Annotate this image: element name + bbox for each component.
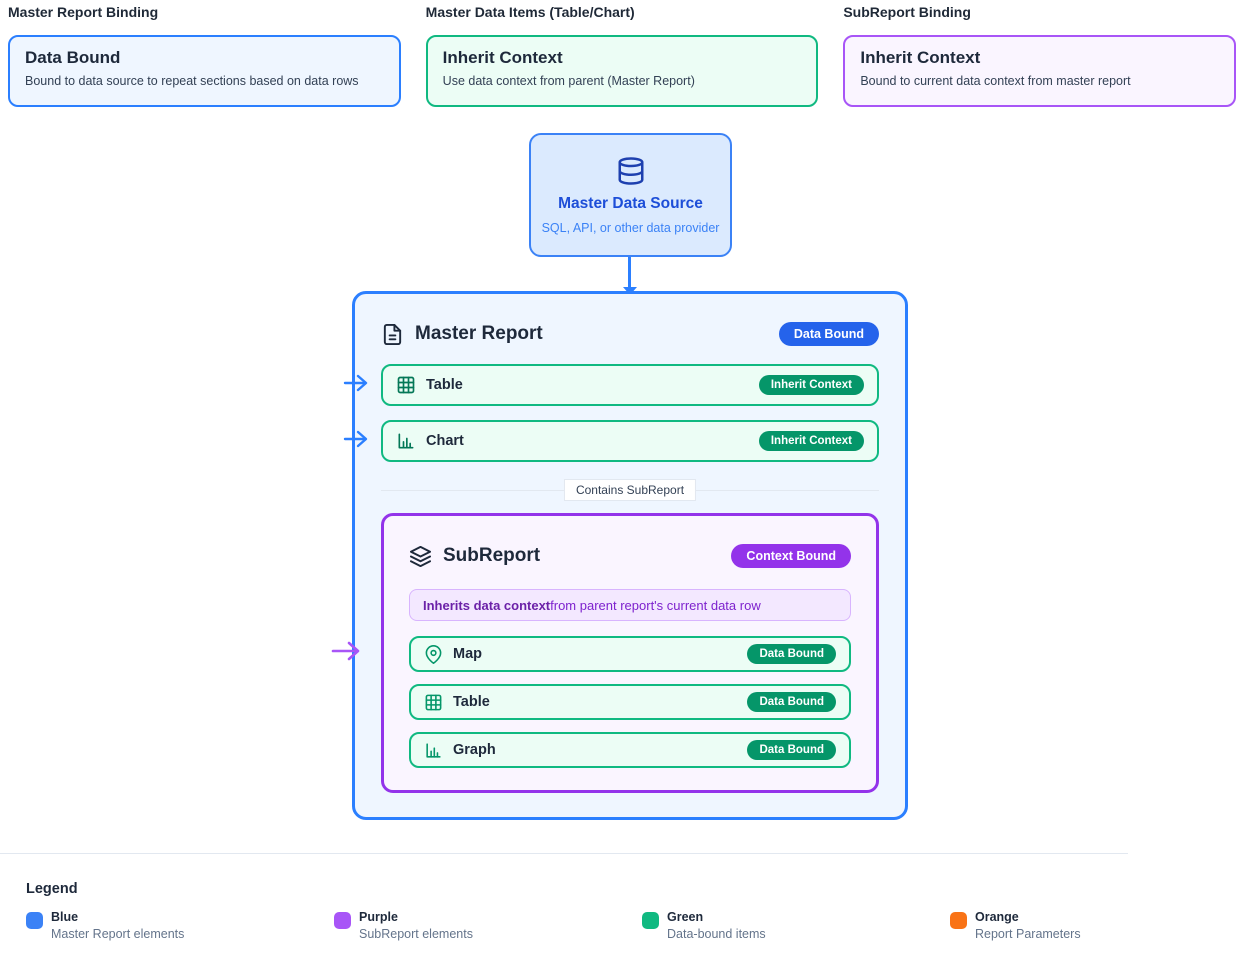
subreport-item-map: Map Data Bound — [409, 636, 851, 672]
binding-summary-row: Master Report Binding Data Bound Bound t… — [0, 4, 1241, 107]
subreport-box: SubReport Context Bound Inherits data co… — [381, 513, 879, 793]
bar-chart-icon — [424, 741, 443, 760]
master-report-header: Master Report Data Bound — [381, 320, 879, 348]
blue-swatch — [26, 912, 43, 929]
arrow-right-icon-chart — [343, 428, 369, 455]
contains-subreport-divider: Contains SubReport — [381, 479, 879, 501]
subreport-title: SubReport — [443, 545, 541, 566]
context-bound-badge: Context Bound — [731, 544, 851, 568]
data-bound-card: Data Bound Bound to data source to repea… — [8, 35, 401, 107]
legend-row: Blue Master Report elements Purple SubRe… — [26, 910, 1241, 941]
legend-item-orange: Orange Report Parameters — [950, 910, 1241, 941]
data-source-title: Master Data Source — [558, 194, 703, 212]
subreport-binding-column: SubReport Binding Inherit Context Bound … — [843, 4, 1237, 107]
item-label: Graph — [453, 742, 496, 758]
data-bound-badge: Data Bound — [747, 644, 836, 664]
master-item-table: Table Inherit Context — [381, 364, 879, 406]
legend-item-purple: Purple SubReport elements — [334, 910, 642, 941]
arrow-right-icon-table — [343, 372, 369, 399]
legend-name: Blue — [51, 910, 79, 924]
arrow-right-icon-subreport — [331, 638, 361, 669]
column-heading: Master Data Items (Table/Chart) — [425, 4, 635, 20]
legend-name: Green — [667, 910, 704, 924]
data-bound-badge: Data Bound — [747, 692, 836, 712]
card-title: Inherit Context — [442, 48, 563, 67]
subreport-item-table: Table Data Bound — [409, 684, 851, 720]
layers-icon — [409, 545, 432, 568]
data-source-subtitle: SQL, API, or other data provider — [541, 220, 720, 235]
master-data-source-node: Master Data Source SQL, API, or other da… — [529, 133, 732, 257]
subreport-header: SubReport Context Bound — [409, 542, 851, 570]
inherit-context-badge: Inherit Context — [758, 375, 864, 395]
data-bound-badge: Data Bound — [747, 740, 836, 760]
orange-swatch — [950, 912, 967, 929]
card-description: Use data context from parent (Master Rep… — [442, 74, 695, 88]
legend-heading: Legend — [26, 881, 78, 897]
bar-chart-icon — [396, 431, 416, 451]
legend-divider — [0, 853, 1128, 854]
legend-name: Purple — [359, 910, 398, 924]
card-description: Bound to data source to repeat sections … — [25, 74, 359, 88]
legend-description: Report Parameters — [975, 927, 1081, 941]
card-title: Inherit Context — [860, 48, 981, 67]
master-report-title: Master Report — [415, 323, 543, 344]
inherit-context-badge: Inherit Context — [758, 431, 864, 451]
table-icon — [396, 375, 416, 395]
legend-description: Master Report elements — [51, 927, 185, 941]
note-bold-text: Inherits data context — [423, 597, 551, 613]
legend-description: Data-bound items — [667, 927, 766, 941]
inherits-context-note: Inherits data context from parent report… — [409, 589, 851, 621]
table-icon — [424, 693, 443, 712]
legend-item-green: Green Data-bound items — [642, 910, 950, 941]
inherit-context-card: Inherit Context Use data context from pa… — [425, 35, 819, 107]
note-rest-text: from parent report's current data row — [550, 597, 761, 613]
master-data-items-column: Master Data Items (Table/Chart) Inherit … — [425, 4, 819, 107]
item-label: Table — [426, 377, 463, 393]
legend-item-blue: Blue Master Report elements — [26, 910, 334, 941]
master-report-binding-column: Master Report Binding Data Bound Bound t… — [8, 4, 401, 107]
column-heading: SubReport Binding — [843, 4, 971, 20]
subreport-item-graph: Graph Data Bound — [409, 732, 851, 768]
item-label: Table — [453, 694, 490, 710]
master-item-chart: Chart Inherit Context — [381, 420, 879, 462]
inherit-context-card-purple: Inherit Context Bound to current data co… — [843, 35, 1237, 107]
divider-label: Contains SubReport — [563, 479, 697, 501]
legend-name: Orange — [975, 910, 1019, 924]
item-label: Chart — [426, 433, 464, 449]
item-label: Map — [453, 646, 482, 662]
connector-line — [628, 257, 631, 288]
green-swatch — [642, 912, 659, 929]
card-title: Data Bound — [25, 48, 121, 67]
card-description: Bound to current data context from maste… — [860, 74, 1131, 88]
master-report-box: Master Report Data Bound Table Inherit C… — [352, 291, 908, 820]
data-bound-badge: Data Bound — [778, 322, 879, 346]
database-icon — [616, 156, 646, 186]
column-heading: Master Report Binding — [8, 4, 159, 20]
legend-description: SubReport elements — [359, 927, 473, 941]
file-text-icon — [381, 323, 404, 346]
map-pin-icon — [424, 644, 443, 664]
purple-swatch — [334, 912, 351, 929]
